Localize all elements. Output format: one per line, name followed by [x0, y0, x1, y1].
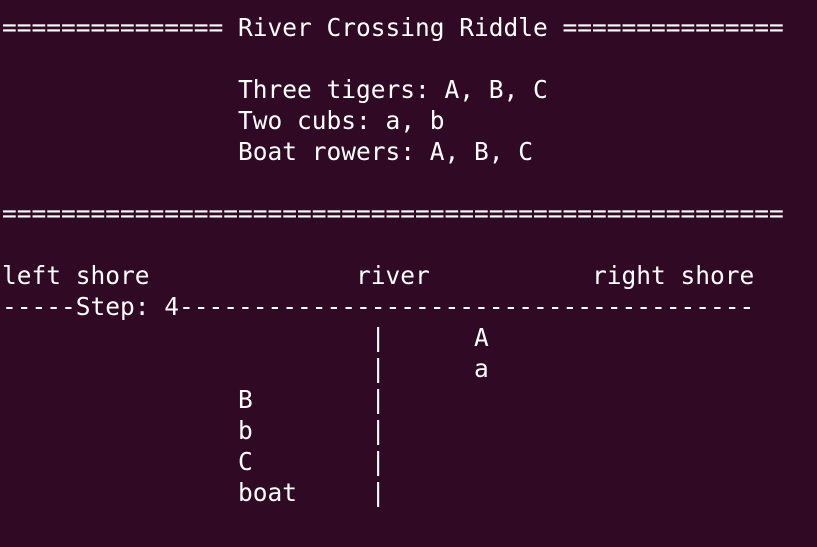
rowers-info-line: Boat rowers: A, B, C: [2, 137, 534, 166]
column-header-line: left shore river right shore: [2, 261, 755, 290]
cubs-info-line: Two cubs: a, b: [2, 106, 445, 135]
separator-line: ========================================…: [2, 199, 784, 228]
state-row: | a: [2, 354, 489, 383]
tigers-info-line: Three tigers: A, B, C: [2, 75, 548, 104]
title-banner: =============== River Crossing Riddle ==…: [2, 13, 784, 42]
state-row: | A: [2, 323, 489, 352]
state-row: C |: [2, 447, 386, 476]
state-row: b |: [2, 416, 386, 445]
step-indicator-line: -----Step: 4----------------------------…: [2, 292, 755, 321]
state-row: B |: [2, 385, 386, 414]
state-row: boat |: [2, 478, 386, 507]
